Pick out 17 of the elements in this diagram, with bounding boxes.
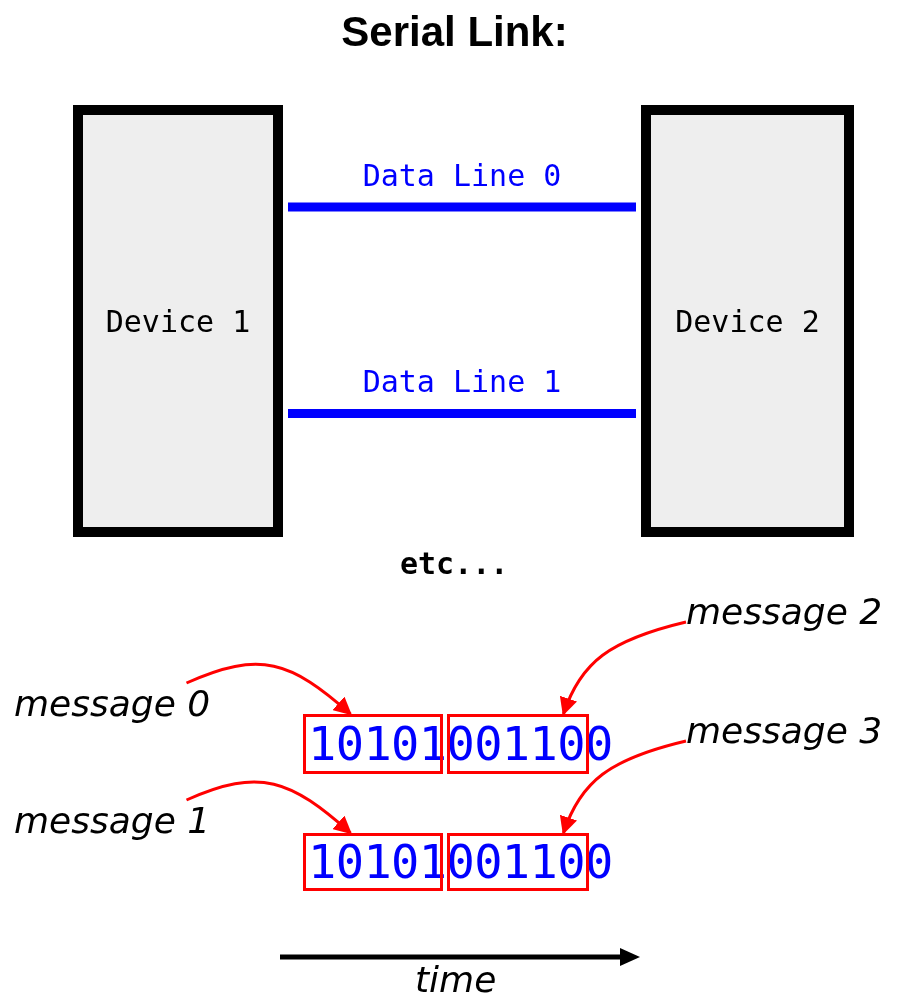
message-label: message 0 <box>14 683 211 724</box>
diagram-title: Serial Link: <box>340 8 569 56</box>
message-label: message 1 <box>14 800 211 841</box>
device-name: Device 2 <box>675 303 820 339</box>
note-text: etc... <box>400 547 509 580</box>
device-name: Device 1 <box>105 303 251 339</box>
data-line <box>288 408 636 418</box>
device-box <box>641 105 854 537</box>
message-label: message 3 <box>686 710 883 751</box>
data-line <box>288 202 636 212</box>
leader-arrow <box>185 780 352 835</box>
leader-arrow <box>560 620 687 716</box>
axis-label: time <box>415 960 497 1000</box>
message-label: message 2 <box>686 591 883 632</box>
leader-arrow <box>560 739 687 835</box>
device-box <box>73 105 283 537</box>
leader-arrow <box>185 663 352 716</box>
